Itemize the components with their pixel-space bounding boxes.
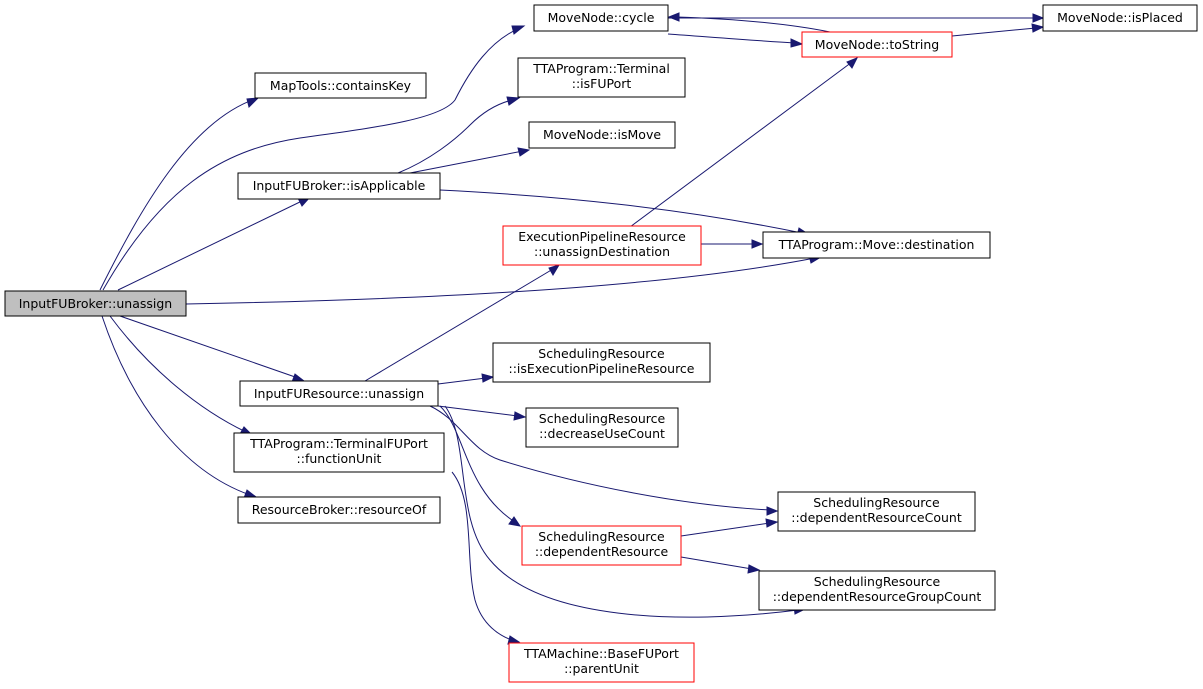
node-label: TTAProgram::Move::destination <box>778 237 975 252</box>
node-label: ::dependentResourceCount <box>791 510 962 525</box>
arrowhead <box>511 25 526 35</box>
edge-functionunit-to-parentunit <box>451 471 513 641</box>
nodes: InputFUBroker::unassign MapTools::contai… <box>4 4 1198 683</box>
edge-unassignres-to-isexecpipeline <box>437 377 487 385</box>
edge-tostring-to-cycle <box>675 16 831 33</box>
node-label: ::unassignDestination <box>534 244 670 259</box>
edge-unassign-to-destination <box>185 257 816 305</box>
edge-depres-to-depresgroupcount <box>680 556 753 570</box>
edge-isapplicable-to-isfuport <box>397 99 513 174</box>
node-schedulingresource-decreaseusecount[interactable]: SchedulingResource ::decreaseUseCount <box>525 407 679 448</box>
arrowhead <box>246 97 260 108</box>
edge-unassignres-to-unassigndest <box>364 268 554 382</box>
edge-unassignres-to-decreaseusecount <box>437 405 519 417</box>
node-label: ::parentUnit <box>564 661 639 676</box>
arrowhead <box>508 516 522 527</box>
node-resourcebroker-resourceof[interactable]: ResourceBroker::resourceOf <box>237 496 441 524</box>
node-movenode-tostring[interactable]: MoveNode::toString <box>801 31 953 58</box>
edge-unassignres-to-deprescount <box>429 405 771 511</box>
arrowhead <box>517 147 531 157</box>
arrowhead <box>481 373 495 383</box>
node-label: ::functionUnit <box>297 451 382 466</box>
node-basefuport-parentunit[interactable]: TTAMachine::BaseFUPort ::parentUnit <box>508 642 695 683</box>
node-label: MoveNode::toString <box>815 37 939 52</box>
node-label: ResourceBroker::resourceOf <box>252 502 427 517</box>
node-label: InputFUBroker::isApplicable <box>253 178 426 193</box>
edge-depres-to-deprescount <box>680 522 771 537</box>
arrowhead <box>667 12 680 22</box>
node-move-destination[interactable]: TTAProgram::Move::destination <box>762 231 991 259</box>
node-schedulingresource-dependentresource[interactable]: SchedulingResource ::dependentResource <box>521 525 682 566</box>
node-label: TTAProgram::Terminal <box>532 61 670 76</box>
arrowhead <box>751 239 764 249</box>
node-schedulingresource-isexecutionpipelineresource[interactable]: SchedulingResource ::isExecutionPipeline… <box>492 342 711 383</box>
node-label: ::dependentResourceGroupCount <box>773 589 982 604</box>
arrowhead <box>548 264 561 276</box>
arrowhead <box>766 506 779 516</box>
node-label: InputFUBroker::unassign <box>19 296 172 311</box>
edge-unassign-to-cycle <box>102 26 523 291</box>
node-label: MoveNode::cycle <box>548 10 655 25</box>
arrowhead <box>846 57 859 69</box>
node-label: TTAMachine::BaseFUPort <box>523 646 679 661</box>
node-label: ::isFUPort <box>572 76 632 91</box>
edge-unassignres-to-depresgroupcount <box>444 405 799 618</box>
node-label: TTAProgram::TerminalFUPort <box>249 436 428 451</box>
node-terminalfuport-functionunit[interactable]: TTAProgram::TerminalFUPort ::functionUni… <box>233 432 445 473</box>
node-label: ::isExecutionPipelineResource <box>509 361 695 376</box>
edges <box>99 12 1045 645</box>
arrowhead <box>513 411 527 421</box>
node-schedulingresource-dependentresourcegroupcount[interactable]: SchedulingResource ::dependentResourceGr… <box>758 570 996 611</box>
node-inputfubroker-isapplicable[interactable]: InputFUBroker::isApplicable <box>237 172 441 200</box>
node-label: InputFUResource::unassign <box>254 386 424 401</box>
node-movenode-isplaced[interactable]: MoveNode::isPlaced <box>1042 4 1198 32</box>
node-label: ::dependentResource <box>535 544 669 559</box>
node-schedulingresource-dependentresourcecount[interactable]: SchedulingResource ::dependentResourceCo… <box>777 491 976 532</box>
arrowhead <box>747 564 761 574</box>
edge-unassigndest-to-tostring <box>629 61 853 228</box>
arrowhead <box>765 518 779 528</box>
edge-isapplicable-to-ismove <box>409 150 524 174</box>
node-terminal-isfuport[interactable]: TTAProgram::Terminal ::isFUPort <box>517 57 686 98</box>
node-movenode-cycle[interactable]: MoveNode::cycle <box>533 4 669 32</box>
arrowhead <box>506 96 521 106</box>
edge-unassign-to-containskey <box>99 97 259 291</box>
edge-unassign-to-isapplicable <box>117 199 305 291</box>
arrowhead <box>1032 13 1045 23</box>
node-label: MoveNode::isPlaced <box>1057 10 1183 25</box>
node-movenode-ismove[interactable]: MoveNode::isMove <box>528 121 676 149</box>
node-maptools-containskey[interactable]: MapTools::containsKey <box>254 72 427 99</box>
node-label: SchedulingResource <box>538 346 665 361</box>
node-label: SchedulingResource <box>814 574 941 589</box>
node-label: ExecutionPipelineResource <box>518 229 686 244</box>
node-label: SchedulingResource <box>813 495 940 510</box>
edge-cycle-to-tostring <box>667 33 797 44</box>
node-label: SchedulingResource <box>538 529 665 544</box>
node-label: MapTools::containsKey <box>270 78 412 93</box>
edge-unassign-to-resourceof <box>101 315 251 496</box>
node-executionpipeline-unassigndestination[interactable]: ExecutionPipelineResource ::unassignDest… <box>502 225 702 266</box>
edge-unassign-to-functionunit <box>109 315 247 433</box>
edge-unassign-to-unassignres <box>119 315 299 379</box>
edge-unassignres-to-depres <box>439 405 516 523</box>
node-label: ::decreaseUseCount <box>539 426 665 441</box>
edge-tostring-to-isplaced <box>951 27 1037 37</box>
node-inputfubroker-unassign[interactable]: InputFUBroker::unassign <box>4 290 187 317</box>
edge-isapplicable-to-destination <box>439 189 803 234</box>
arrowhead <box>1031 23 1045 33</box>
node-inputfuresource-unassign[interactable]: InputFUResource::unassign <box>239 380 439 407</box>
node-label: MoveNode::isMove <box>543 127 661 142</box>
node-label: SchedulingResource <box>539 411 666 426</box>
arrowhead <box>790 38 804 48</box>
